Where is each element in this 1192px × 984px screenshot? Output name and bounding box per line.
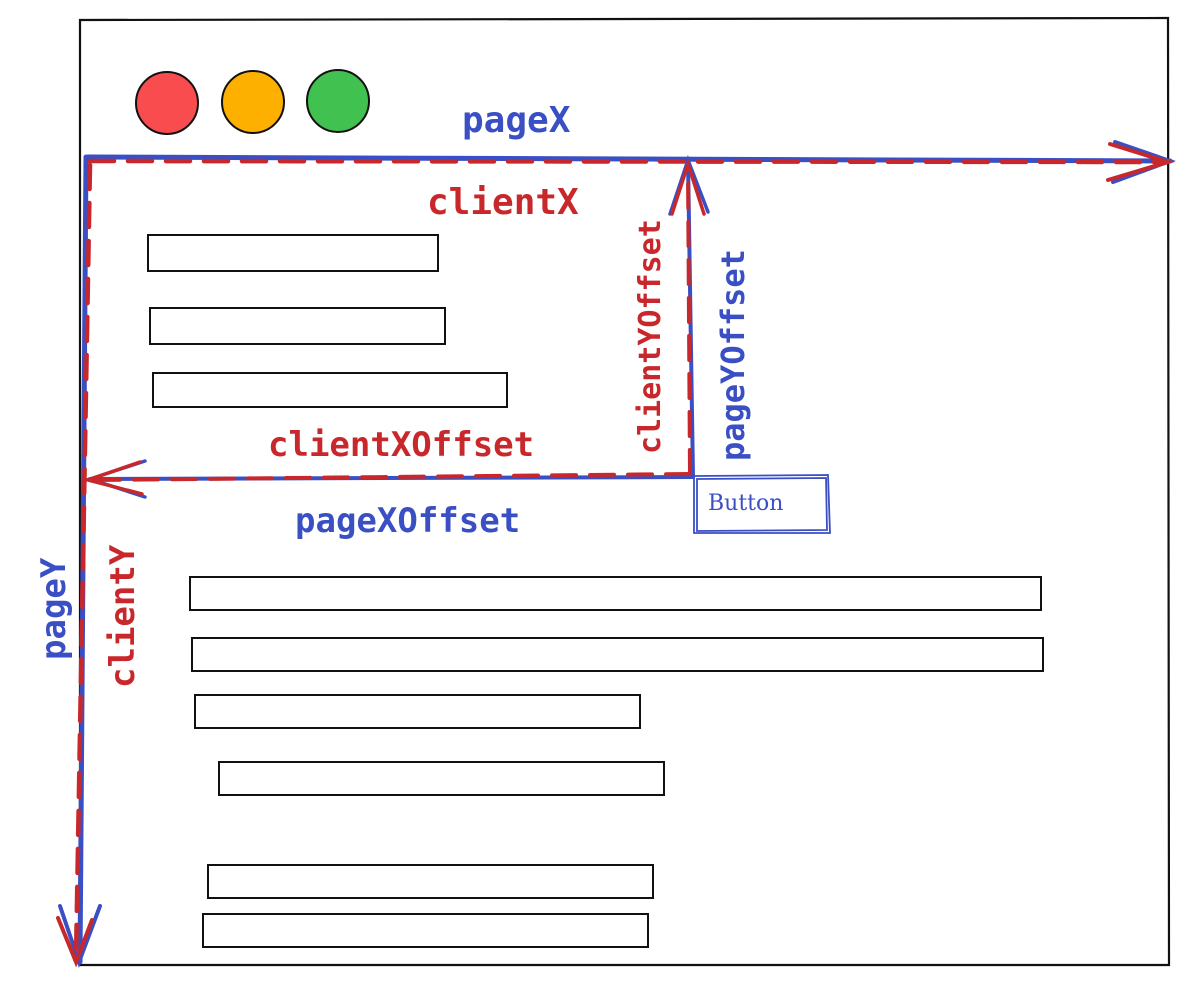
button[interactable]: Button	[693, 474, 831, 534]
clientyoffset-line	[686, 166, 692, 476]
placeholder-line	[191, 637, 1044, 672]
minimize-dot-icon[interactable]	[221, 70, 285, 134]
clientyoffset-arrowhead-icon	[670, 158, 706, 216]
clienty-label: clientY	[103, 544, 143, 688]
placeholder-line	[149, 307, 446, 345]
placeholder-line	[194, 694, 641, 729]
placeholder-line	[202, 913, 649, 948]
pagexoffset-label: pageXOffset	[295, 501, 520, 541]
clientxoffset-arrowhead-icon	[81, 460, 144, 496]
clientxoffset-label: clientXOffset	[268, 425, 534, 465]
placeholder-line	[147, 234, 439, 272]
page-axes	[58, 140, 1176, 968]
placeholder-line	[189, 576, 1042, 611]
button-outline[interactable]	[693, 474, 831, 534]
pageyoffset-label: pageYOffset	[714, 249, 752, 461]
clientx-label: clientX	[427, 182, 579, 223]
placeholder-line	[218, 761, 665, 796]
placeholder-line	[207, 864, 654, 899]
placeholder-line	[152, 372, 508, 408]
clientx-axis-line	[87, 158, 1168, 165]
client-axes	[56, 142, 1175, 968]
button-label[interactable]: Button	[708, 491, 783, 516]
pagex-label: pageX	[462, 100, 571, 141]
pagey-label: pageY	[34, 557, 74, 660]
clienty-arrowhead-icon	[56, 916, 94, 968]
maximize-dot-icon[interactable]	[306, 69, 370, 133]
clienty-axis-line	[73, 162, 93, 961]
pagey-arrowhead-icon	[58, 904, 102, 968]
clientx-arrowhead-icon	[1106, 142, 1175, 182]
close-dot-icon[interactable]	[135, 71, 199, 135]
clientyoffset-label: clientYOffset	[633, 219, 668, 454]
clientxoffset-line	[90, 472, 692, 482]
